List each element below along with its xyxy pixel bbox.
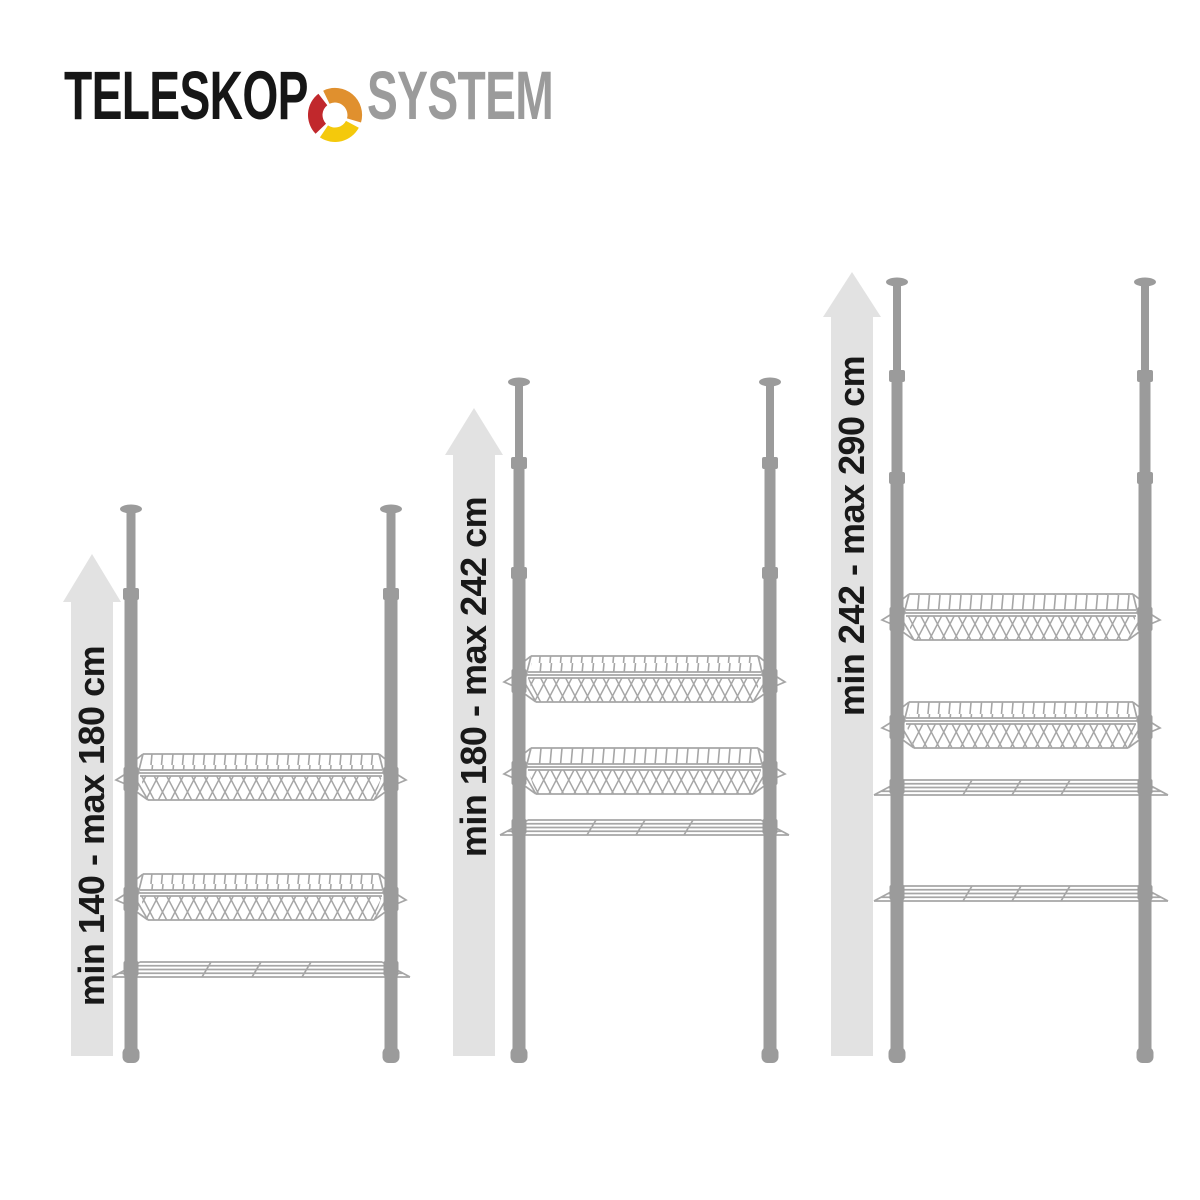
donut-red-segment bbox=[307, 93, 328, 134]
brand-word-teleskop: TELESKOP bbox=[64, 57, 308, 134]
unit-3-telescopic-poles bbox=[886, 277, 1156, 1063]
up-arrow bbox=[445, 408, 503, 1056]
up-arrow bbox=[823, 272, 881, 1056]
brand-word-system: SYSTEM bbox=[367, 57, 554, 134]
unit-3-wire-parts bbox=[873, 593, 1169, 902]
donut-yellow-segment bbox=[319, 120, 359, 142]
brand-donut-icon bbox=[307, 87, 363, 142]
donut-orange-segment bbox=[323, 87, 363, 123]
unit-2-art bbox=[445, 377, 790, 1063]
unit-1-range-label: min 140 - max 180 cm bbox=[71, 645, 112, 1007]
unit-2-telescopic-poles bbox=[508, 377, 781, 1063]
unit-3-art bbox=[823, 272, 1169, 1063]
unit-2-range-label: min 180 - max 242 cm bbox=[453, 496, 494, 858]
unit-1-telescopic-poles bbox=[120, 504, 402, 1063]
unit-1-wire-parts bbox=[111, 753, 411, 978]
unit-2-wire-parts bbox=[499, 655, 790, 836]
up-arrow bbox=[63, 554, 121, 1056]
unit-3-range-label: min 242 - max 290 cm bbox=[831, 355, 872, 717]
unit-1-art bbox=[63, 504, 411, 1063]
